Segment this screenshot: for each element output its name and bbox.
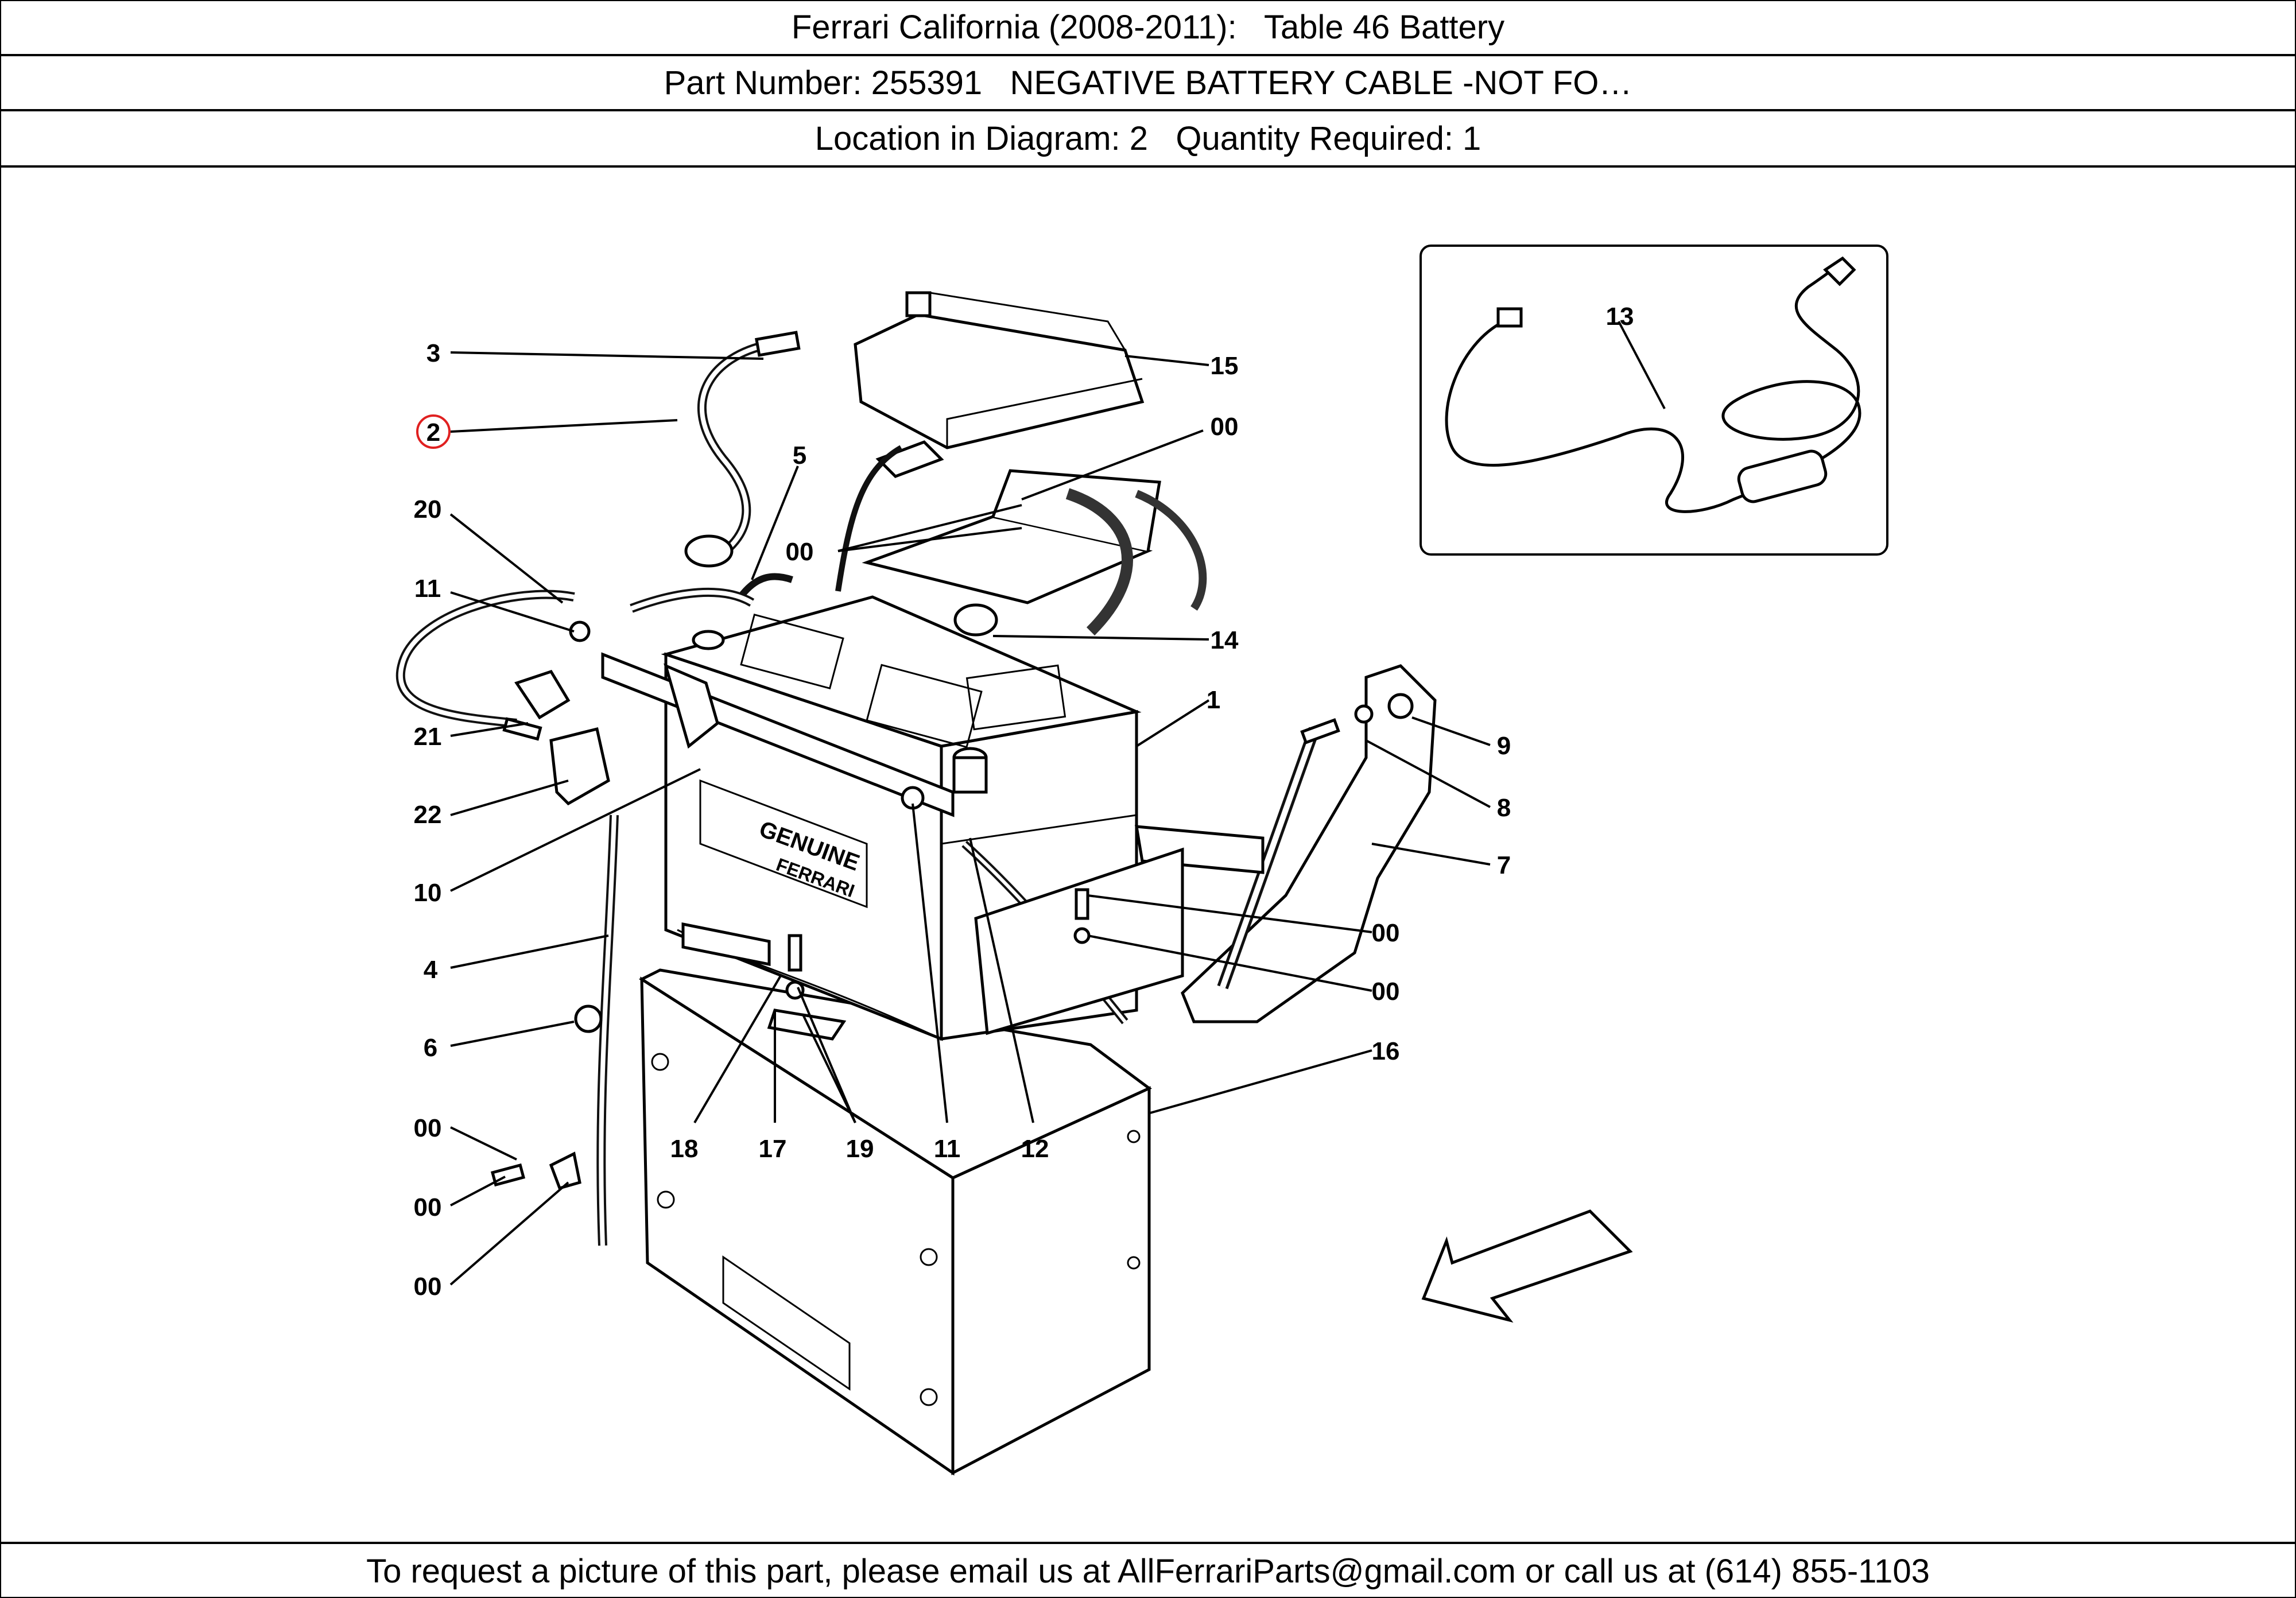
callout-00: 00: [1211, 413, 1239, 441]
callout-13: 13: [1606, 302, 1634, 331]
callout-6: 6: [424, 1034, 437, 1062]
callout-00: 00: [786, 538, 814, 566]
callout-14: 14: [1211, 626, 1239, 654]
callout-5: 5: [793, 441, 806, 470]
left-fittings: [490, 669, 610, 1190]
callout-2[interactable]: 2: [426, 418, 440, 447]
callout-3: 3: [426, 339, 440, 367]
support-bracket: [681, 664, 1437, 1041]
callout-18: 18: [670, 1135, 699, 1163]
callout-15: 15: [1211, 352, 1239, 380]
fuse-box-cover: [854, 291, 1145, 449]
callout-00: 00: [1372, 919, 1400, 947]
callout-19: 19: [846, 1135, 874, 1163]
battery-tray: [638, 968, 1152, 1476]
fuse-block-harness: [862, 440, 1207, 637]
callout-9: 9: [1497, 732, 1511, 760]
part-number-line: Part Number: 255391 NEGATIVE BATTERY CAB…: [0, 56, 2296, 111]
leader-13: [1618, 321, 1666, 409]
contact-footer: To request a picture of this part, pleas…: [0, 1542, 2296, 1598]
callout-4: 4: [424, 956, 438, 984]
leader-lines: [449, 351, 1491, 1286]
callout-labels: 3 2 20 11 21 22 10 4 6 00 00 00 5 00 15 …: [414, 302, 1634, 1301]
battery-exploded-diagram: GENUINE FERRARI: [395, 245, 1888, 1476]
location-quantity-line: Location in Diagram: 2 Quantity Required…: [0, 111, 2296, 168]
callout-21: 21: [414, 723, 442, 751]
callout-12: 12: [1021, 1135, 1049, 1163]
callout-22: 22: [414, 801, 442, 829]
callout-20: 20: [414, 495, 442, 523]
callout-7: 7: [1497, 851, 1511, 879]
direction-arrow: [1421, 1209, 1633, 1323]
charger-inset: [1420, 245, 1888, 556]
callout-11: 11: [934, 1135, 961, 1163]
callout-1: 1: [1207, 686, 1220, 714]
callout-00: 00: [414, 1273, 442, 1301]
callout-11: 11: [414, 575, 441, 603]
callout-00: 00: [1372, 978, 1400, 1006]
highlight-ring: [416, 414, 451, 449]
callout-8: 8: [1497, 794, 1511, 822]
callout-17: 17: [759, 1135, 787, 1163]
clamp-bar: [569, 620, 955, 817]
callout-10: 10: [414, 879, 442, 907]
callout-00: 00: [414, 1114, 442, 1142]
page-title: Ferrari California (2008-2011): Table 46…: [0, 0, 2296, 56]
callout-00: 00: [414, 1193, 442, 1221]
callout-16: 16: [1372, 1037, 1400, 1065]
